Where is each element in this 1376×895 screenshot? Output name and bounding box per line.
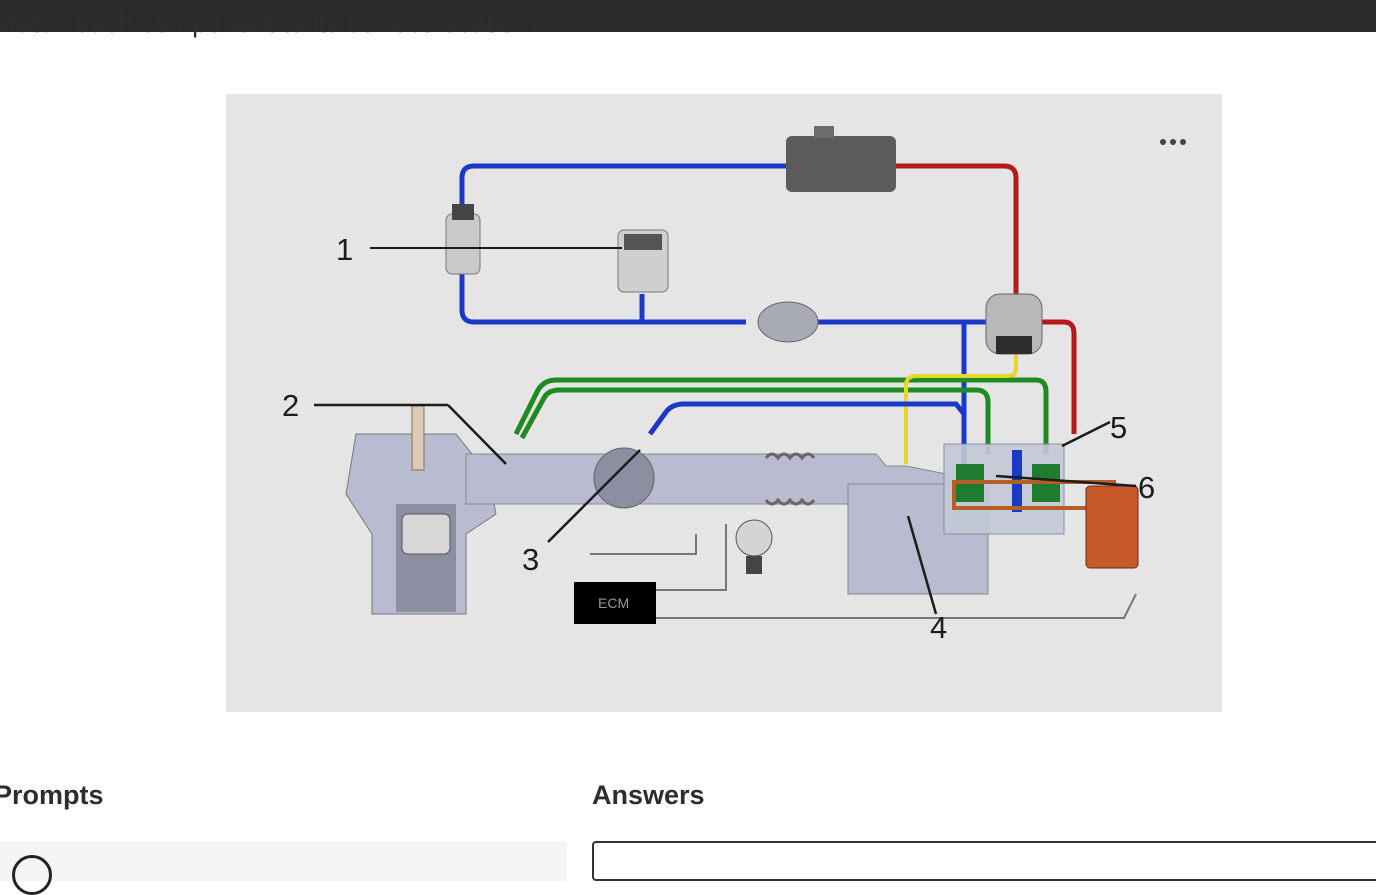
engine-diagram: ECM 1 2 3 4 5 6 <box>282 126 1155 645</box>
engine-diagram-figure: ECM 1 2 3 4 5 6 <box>226 94 1222 712</box>
answers-heading: Answers <box>592 780 705 810</box>
top-bar <box>0 0 1376 32</box>
prompt-item[interactable] <box>0 841 567 895</box>
prompt-drag-handle-icon[interactable] <box>12 855 52 895</box>
ecm-label: ECM <box>598 595 629 611</box>
more-options-button[interactable] <box>1154 132 1192 152</box>
instruction-text: Match each component to its correct loca… <box>0 8 538 38</box>
callout-5: 5 <box>1110 410 1127 445</box>
callout-2: 2 <box>282 388 299 423</box>
callout-3: 3 <box>522 542 539 577</box>
callout-4: 4 <box>930 610 947 645</box>
answer-drop-zone[interactable] <box>592 841 1376 881</box>
callout-6: 6 <box>1138 470 1155 505</box>
more-horizontal-icon <box>1160 139 1166 145</box>
callout-1: 1 <box>336 232 353 267</box>
prompts-heading: Prompts <box>0 780 104 810</box>
